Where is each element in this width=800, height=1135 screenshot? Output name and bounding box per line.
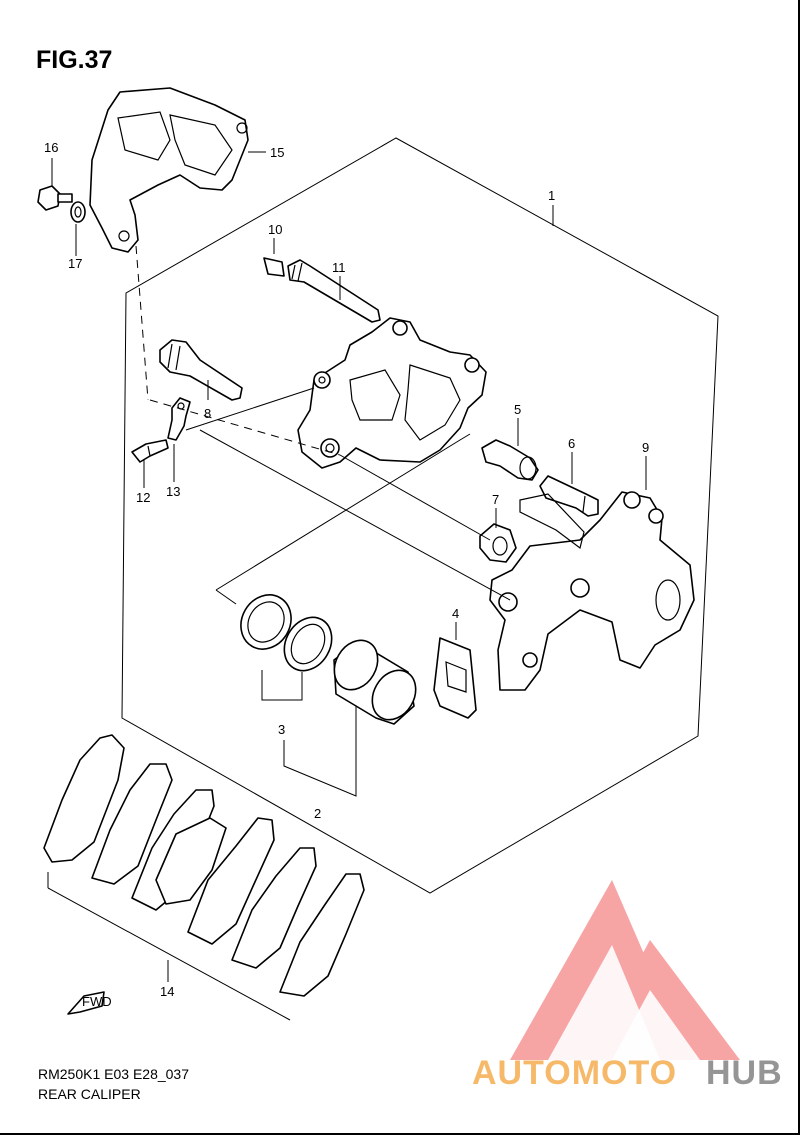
caliper-body[interactable] <box>297 317 487 469</box>
label-12: 12 <box>136 490 150 505</box>
assembly-outline <box>121 137 719 894</box>
boot-small[interactable] <box>479 523 517 563</box>
label-11: 11 <box>332 260 346 275</box>
label-9: 9 <box>642 440 649 455</box>
watermark-logo <box>510 880 740 1060</box>
bleeder-valve[interactable] <box>131 439 169 463</box>
pad-mounting-pin[interactable] <box>287 259 381 323</box>
washer[interactable] <box>70 201 86 223</box>
label-10: 10 <box>268 222 282 237</box>
boot[interactable] <box>481 439 539 481</box>
label-4: 4 <box>452 606 459 621</box>
section-title: REAR CALIPER <box>38 1086 141 1102</box>
figure-code: RM250K1 E03 E28_037 <box>38 1066 189 1082</box>
figure-title: FIG.37 <box>36 46 113 74</box>
piston[interactable] <box>326 632 425 727</box>
caliper-holder[interactable] <box>489 491 695 691</box>
bleeder-cap[interactable] <box>167 397 191 441</box>
pad-spring[interactable] <box>433 637 477 719</box>
watermark-text-a: AUTOMOTO <box>472 1054 678 1092</box>
label-5: 5 <box>514 402 521 417</box>
leader-lines <box>47 245 511 1021</box>
caliper-guard[interactable] <box>89 87 249 253</box>
label-3: 3 <box>278 722 285 737</box>
label-14: 14 <box>160 984 174 999</box>
brake-pad-set[interactable] <box>43 734 365 997</box>
label-6: 6 <box>568 436 575 451</box>
slide-pin[interactable] <box>539 475 599 517</box>
fwd-label: FWD <box>82 994 112 1009</box>
label-15: 15 <box>270 145 284 160</box>
label-8: 8 <box>204 406 211 421</box>
label-1: 1 <box>548 188 555 203</box>
part-number-labels: 1 2 3 4 5 6 7 8 9 10 11 12 13 14 <box>44 140 649 1009</box>
slide-pin-long[interactable] <box>159 339 243 401</box>
watermark-text-b: HUB <box>706 1054 783 1092</box>
label-2: 2 <box>314 806 321 821</box>
label-13: 13 <box>166 484 180 499</box>
label-17: 17 <box>68 256 82 271</box>
bolt[interactable] <box>37 185 73 211</box>
fwd-arrow-icon <box>67 991 105 1015</box>
piston-seal-set[interactable] <box>231 586 341 679</box>
label-7: 7 <box>492 492 499 507</box>
label-16: 16 <box>44 140 58 155</box>
cap[interactable] <box>263 257 285 277</box>
